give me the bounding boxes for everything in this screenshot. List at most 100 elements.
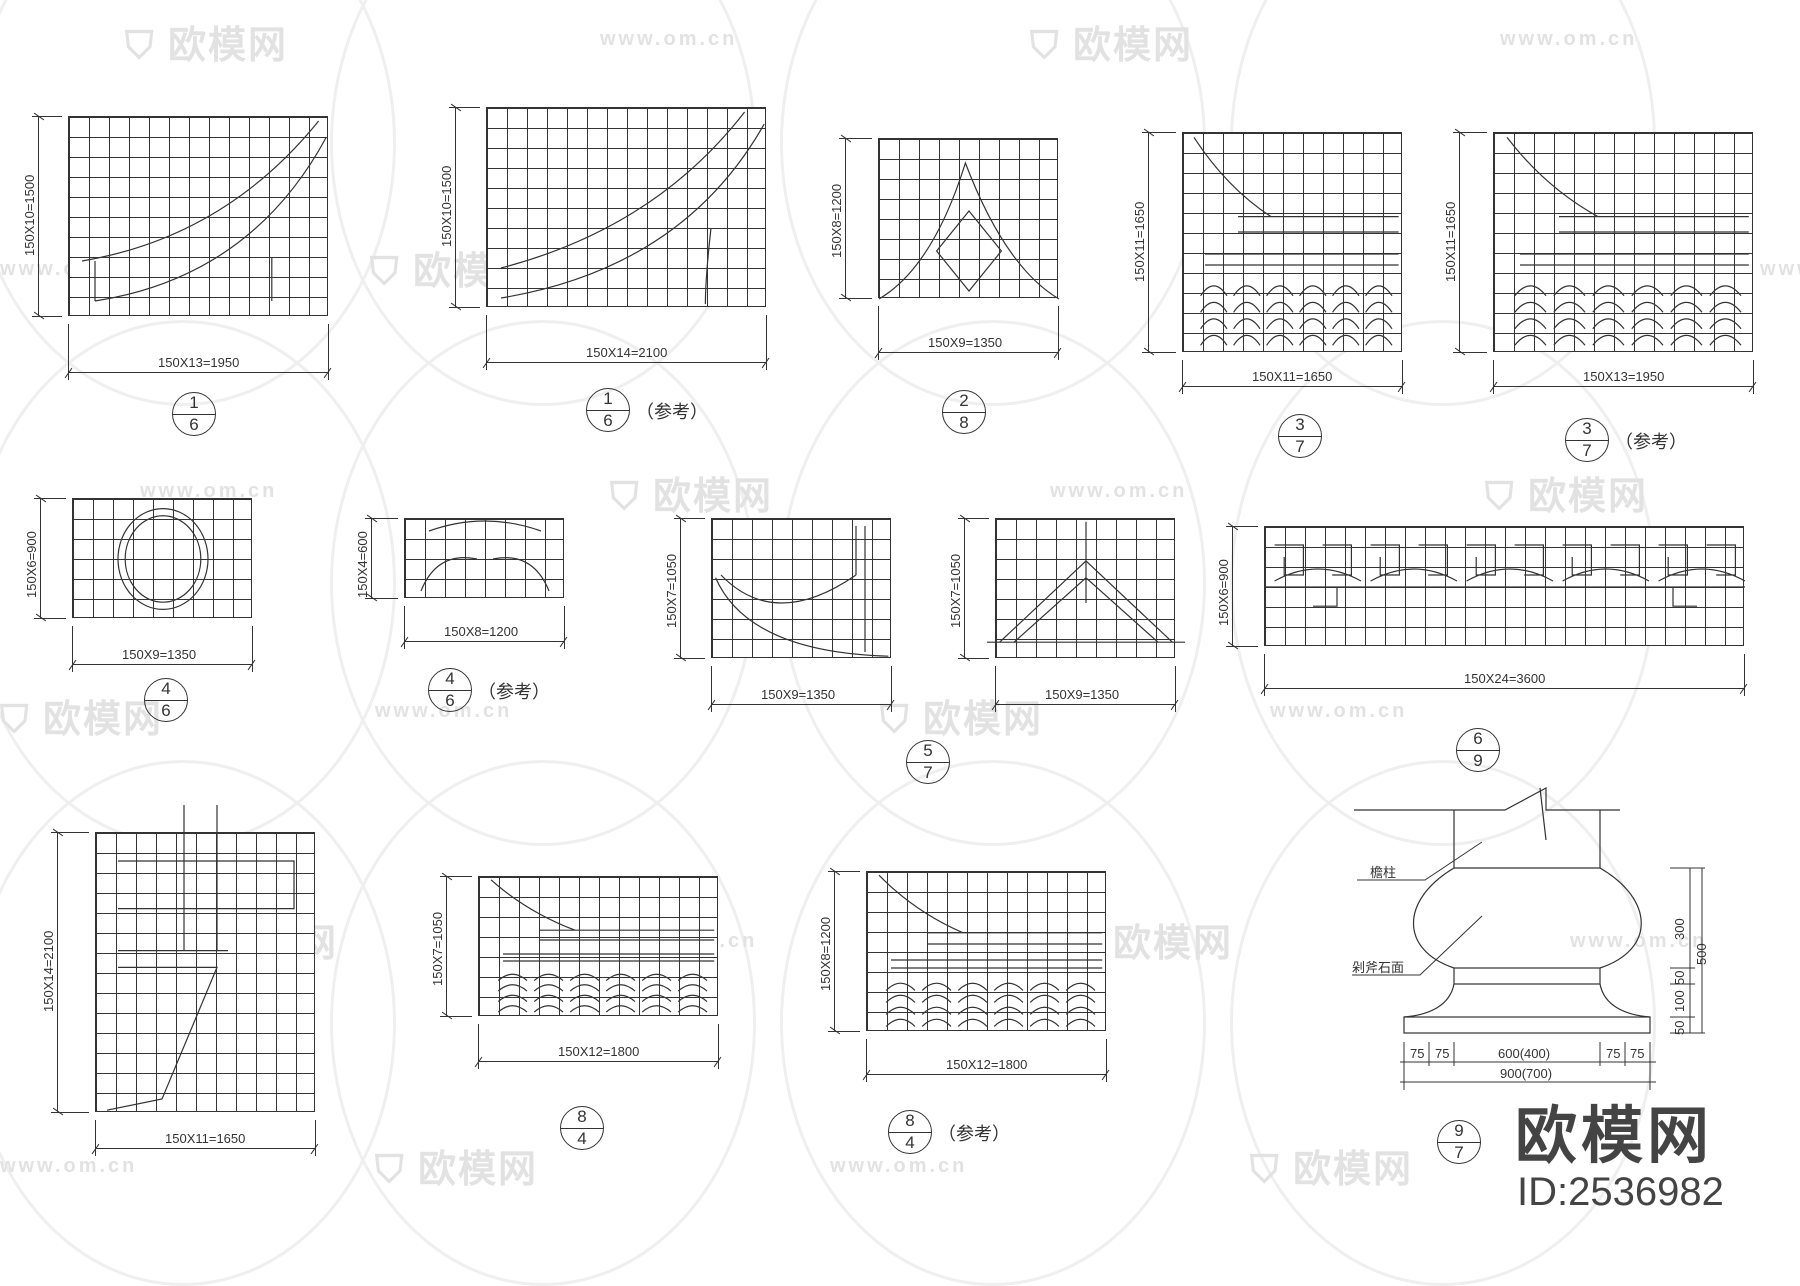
dimension-line-horizontal xyxy=(68,372,328,373)
grid-panel-8-4-ref xyxy=(866,871,1106,1031)
extension-line xyxy=(839,298,872,299)
extension-line xyxy=(766,315,767,370)
extension-line xyxy=(958,518,989,519)
dimension-label-width: 150X11=1650 xyxy=(1252,369,1333,384)
bubble-number: 3 xyxy=(1566,419,1608,441)
ornament-fret xyxy=(1265,544,1746,607)
extension-line xyxy=(866,1039,867,1082)
dimension-label-width: 150X8=1200 xyxy=(444,624,519,639)
bubble-sheet: 9 xyxy=(1473,751,1483,770)
extension-line xyxy=(1182,360,1183,394)
grid-panel-3-7 xyxy=(1182,132,1402,352)
extension-line xyxy=(839,138,872,139)
dimension-label-height: 150X8=1200 xyxy=(818,916,833,991)
extension-line xyxy=(711,666,712,712)
grid-panel-1-6 xyxy=(68,116,328,316)
grid-panel-8-4-a xyxy=(95,805,315,1112)
bubble-number: 6 xyxy=(1457,729,1499,751)
dimension-label-height: 150X8=1200 xyxy=(829,183,844,258)
extension-line xyxy=(1453,132,1487,133)
dimension-line-horizontal xyxy=(404,641,564,642)
dimension-line-vertical xyxy=(38,116,39,316)
extension-line xyxy=(1264,654,1265,696)
dimension-label-height: 150X4=600 xyxy=(355,531,370,598)
extension-line xyxy=(328,324,329,380)
dim-75-d: 75 xyxy=(1630,1046,1645,1061)
dimension-line-vertical xyxy=(964,518,965,658)
bubble-sheet: 6 xyxy=(445,691,455,710)
watermark-brand: ⛉ 欧模网 xyxy=(880,699,1044,741)
extension-line xyxy=(828,1031,860,1032)
bubble-number: 4 xyxy=(145,679,187,701)
grid-panel-8-4-b xyxy=(478,876,718,1016)
dimension-label-width: 150X9=1350 xyxy=(928,335,1003,350)
dimension-line-vertical xyxy=(1148,132,1149,352)
dimension-line-horizontal xyxy=(1264,688,1744,689)
watermark-brand: ⛉ 欧模网 xyxy=(1485,476,1649,518)
dimension-label-height: 150X7=1050 xyxy=(948,553,963,628)
bubble-number: 5 xyxy=(907,741,949,763)
ornament-curve-left xyxy=(81,120,327,302)
dimension-label-width: 150X13=1950 xyxy=(1583,369,1665,384)
extension-line xyxy=(995,666,996,712)
dimension-line-horizontal xyxy=(878,352,1058,353)
column-base-drawing xyxy=(1352,786,1705,1090)
dimension-line-horizontal xyxy=(72,664,252,665)
dimension-line-vertical xyxy=(1232,526,1233,646)
watermark-arc xyxy=(330,760,756,1286)
extension-line xyxy=(1142,132,1176,133)
extension-line xyxy=(34,618,66,619)
watermark-url: www.om.cn xyxy=(1270,700,1408,722)
dimension-line-vertical xyxy=(40,498,41,618)
grid-panel-2-8 xyxy=(878,138,1060,300)
dimension-label-width: 150X9=1350 xyxy=(761,687,836,702)
dimension-line-vertical xyxy=(680,518,681,658)
grid-panel-5-7-b xyxy=(987,518,1185,658)
extension-line xyxy=(718,1024,719,1069)
dimension-label-width: 150X13=1950 xyxy=(158,355,240,370)
watermark-brand: ⛉ 欧模网 xyxy=(610,476,774,518)
ornament-ridge xyxy=(878,874,1103,1027)
extension-line xyxy=(32,116,62,117)
grid-panel-6-9 xyxy=(1264,526,1746,646)
dimension-line-vertical xyxy=(455,107,456,307)
dimension-label-height: 150X14=2100 xyxy=(41,930,56,1012)
dimension-line-horizontal xyxy=(478,1061,718,1062)
dimension-label-height: 150X10=1500 xyxy=(439,165,454,247)
extension-line xyxy=(68,324,69,380)
extension-line xyxy=(34,498,66,499)
dimension-label-width: 150X12=1800 xyxy=(558,1044,640,1059)
stone-face-label: 剁斧石面 xyxy=(1352,960,1405,975)
extension-line xyxy=(51,1112,89,1113)
extension-line xyxy=(564,606,565,649)
extension-line xyxy=(449,307,480,308)
bubble-sheet: 6 xyxy=(603,411,613,430)
dimension-label-width: 150X14=2100 xyxy=(586,345,668,360)
extension-line xyxy=(440,876,472,877)
dimension-label-width: 150X9=1350 xyxy=(1045,687,1120,702)
dim-100: 100 xyxy=(1672,990,1687,1012)
bubble-sheet: 8 xyxy=(959,413,969,432)
extension-line xyxy=(404,606,405,649)
brand-id: ID:2536982 xyxy=(1517,1170,1724,1214)
extension-line xyxy=(440,1016,472,1017)
dimension-label-height: 150X7=1050 xyxy=(430,911,445,986)
extension-line xyxy=(1402,360,1403,394)
watermark-brand: ⛉ 欧模网 xyxy=(1030,25,1194,67)
extension-line xyxy=(449,107,480,108)
dimension-line-horizontal xyxy=(866,1074,1106,1075)
dimension-label-width: 150X11=1650 xyxy=(165,1131,246,1146)
extension-line xyxy=(365,598,398,599)
dim-900: 900(700) xyxy=(1500,1066,1553,1081)
watermark-brand: ⛉ 欧模网 xyxy=(1250,1149,1414,1191)
bubble-sheet: 6 xyxy=(161,701,171,720)
reference-note: （参考） xyxy=(478,682,550,702)
extension-line xyxy=(1753,360,1754,394)
watermark-brand: ⛉ 欧模网 xyxy=(125,25,289,67)
bubble-sheet: 4 xyxy=(577,1129,587,1148)
extension-line xyxy=(958,658,989,659)
